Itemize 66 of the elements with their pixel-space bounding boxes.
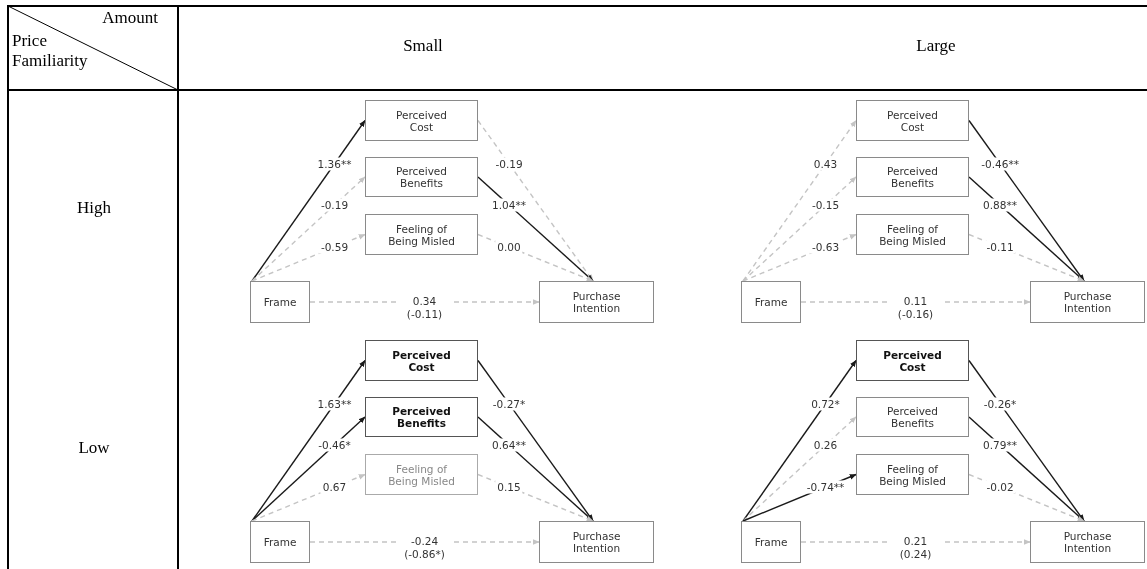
variable-box: Purchase Intention: [1030, 521, 1145, 563]
edge-label: -0.46**: [979, 157, 1021, 171]
column-header: Large: [915, 36, 957, 56]
column-header: Small: [402, 36, 444, 56]
arrow: [251, 233, 366, 282]
arrow: [968, 359, 1085, 522]
arrow: [251, 359, 366, 522]
arrow: [968, 119, 1085, 282]
variable-box: Perceived Benefits: [365, 397, 478, 437]
variable-box: Feeling of Being Misled: [365, 454, 478, 495]
edge-label: 1.04**: [490, 198, 528, 212]
variable-box: Purchase Intention: [539, 281, 654, 323]
arrow: [251, 119, 366, 282]
edge-label: -0.11: [984, 240, 1016, 254]
edge-label: -0.27*: [490, 397, 528, 411]
variable-box: Perceived Benefits: [856, 397, 969, 437]
edge-label: 0.00: [495, 240, 523, 254]
edge-label: -0.63: [809, 240, 842, 254]
row-variable-label: Price Familiarity: [12, 31, 89, 71]
variable-box: Perceived Cost: [365, 100, 478, 141]
edge-label: -0.15: [809, 198, 842, 212]
variable-box: Feeling of Being Misled: [365, 214, 478, 255]
variable-box: Frame: [250, 281, 310, 323]
arrow: [742, 416, 857, 522]
arrow: [742, 176, 857, 282]
variable-box: Frame: [741, 281, 801, 323]
edge-label: -0.19: [493, 157, 525, 171]
edge-label: 1.63**: [315, 397, 354, 411]
variable-box: Feeling of Being Misled: [856, 454, 969, 495]
arrow: [477, 416, 594, 522]
edge-label: 0.64**: [490, 438, 528, 452]
column-variable-label: Amount: [101, 8, 158, 28]
edge-label: 0.15: [495, 480, 523, 494]
row-header: High: [76, 198, 112, 218]
variable-box: Perceived Benefits: [856, 157, 969, 197]
edge-label: 0.26: [811, 438, 840, 452]
arrow: [968, 416, 1085, 522]
edge-label: 0.88**: [981, 198, 1019, 212]
edge-label: 0.72*: [809, 397, 842, 411]
variable-box: Feeling of Being Misled: [856, 214, 969, 255]
row-header: Low: [77, 438, 111, 458]
variable-box: Frame: [741, 521, 801, 563]
edge-label: 0.43: [811, 157, 840, 171]
variable-box: Purchase Intention: [1030, 281, 1145, 323]
edge-label: -0.02: [984, 480, 1016, 494]
arrow: [968, 176, 1085, 282]
variable-box: Perceived Benefits: [365, 157, 478, 197]
edge-label: -0.26*: [981, 397, 1019, 411]
edge-label: 0.79**: [981, 438, 1019, 452]
variable-box: Purchase Intention: [539, 521, 654, 563]
edge-label: 0.67: [320, 480, 349, 494]
arrow: [477, 359, 594, 522]
arrow: [251, 176, 366, 282]
variable-box: Frame: [250, 521, 310, 563]
arrow: [477, 176, 594, 282]
arrow: [742, 359, 857, 522]
edge-label: -0.46*: [316, 438, 353, 452]
edge-label: -0.74**: [804, 480, 847, 494]
arrow: [251, 416, 366, 522]
variable-box: Perceived Cost: [365, 340, 478, 381]
edge-label: -0.19: [318, 198, 351, 212]
variable-box: Perceived Cost: [856, 100, 969, 141]
arrow: [742, 119, 857, 282]
edge-label: 1.36**: [315, 157, 354, 171]
arrow: [477, 119, 594, 282]
variable-box: Perceived Cost: [856, 340, 969, 381]
